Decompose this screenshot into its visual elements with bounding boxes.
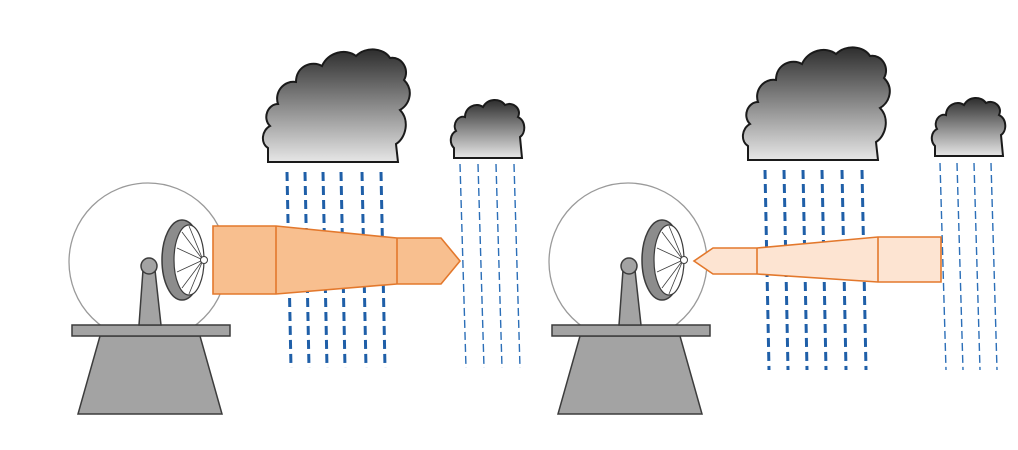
panel-return <box>548 46 1007 415</box>
light-rain <box>939 162 998 371</box>
radar-mount <box>620 257 638 275</box>
dish-antenna-icon <box>161 219 208 301</box>
panel-transmit <box>68 48 526 415</box>
radar-platform <box>71 324 231 337</box>
beam-arrow-icon <box>212 225 462 295</box>
radar-platform <box>551 324 711 337</box>
heavy-rain-cloud-icon <box>742 46 891 161</box>
beam-arrow-icon <box>692 236 942 283</box>
light-rain-cloud-icon <box>930 97 1007 157</box>
heavy-rain-cloud-icon <box>262 48 411 163</box>
radar-tower-base <box>557 335 703 415</box>
radar-mount <box>140 257 158 275</box>
dish-antenna-icon <box>641 219 688 301</box>
light-rain-cloud-icon <box>449 99 526 159</box>
light-rain <box>459 163 521 369</box>
radar-tower-base <box>77 335 223 415</box>
